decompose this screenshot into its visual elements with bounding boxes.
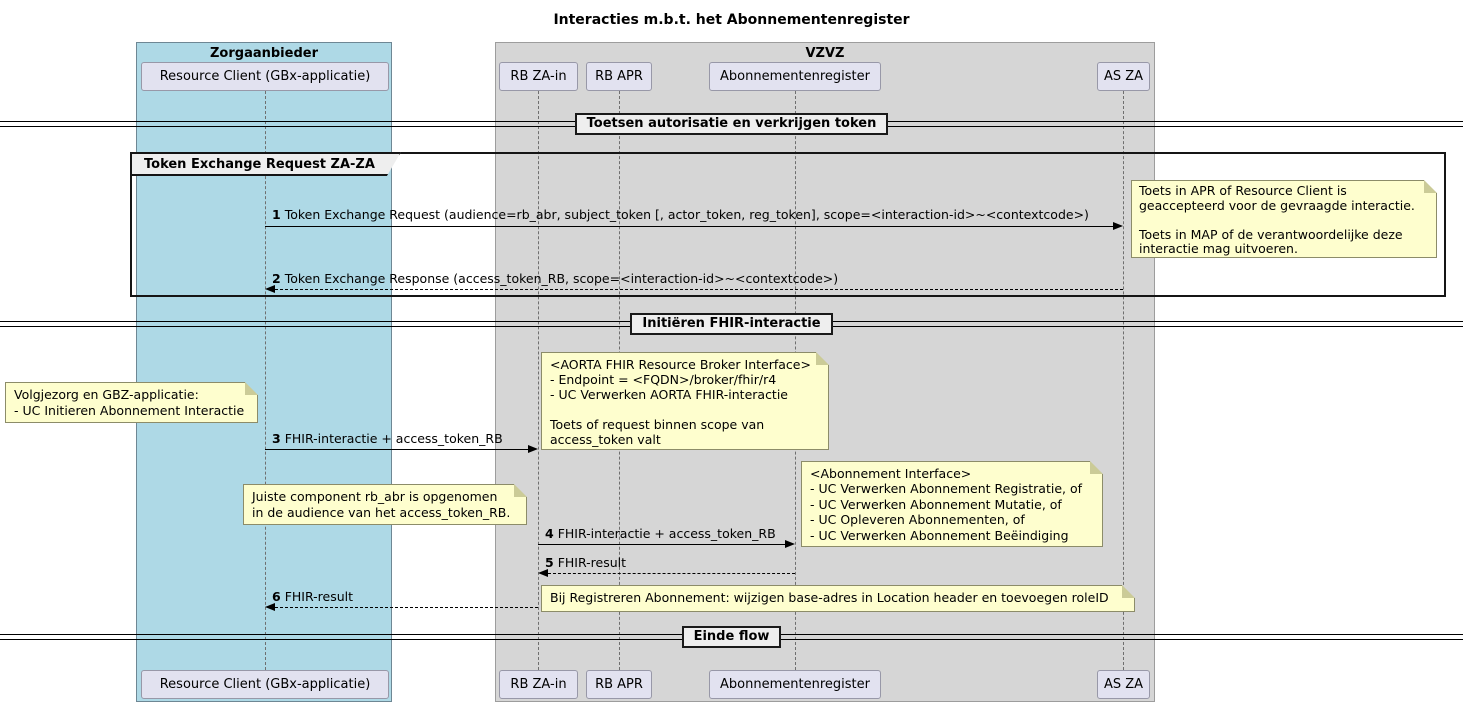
participant-bottom-resource-client: Resource Client (GBx-applicatie) [141, 670, 389, 699]
participant-bottom-as-za: AS ZA [1097, 670, 1150, 699]
lifeline-resource-client [265, 91, 266, 670]
lifeline-as-za [1123, 91, 1124, 670]
participant-bottom-rb-apr: RB APR [586, 670, 652, 699]
frame-token-exchange-label: Token Exchange Request ZA-ZA [130, 152, 401, 176]
lifeline-rb-za-in [538, 91, 539, 670]
note-volgjezorg-gbz: Volgjezorg en GBZ-applicatie: - UC Initi… [5, 382, 258, 423]
message-5-text: FHIR-result [557, 555, 627, 570]
message-5-line [548, 573, 795, 574]
divider-einde-flow-label: Einde flow [681, 626, 782, 648]
message-1-text: Token Exchange Request (audience=rb_abr,… [284, 207, 1089, 222]
message-1-line [265, 226, 1115, 227]
message-2-number: 2 [272, 271, 281, 286]
divider-toetsen-autorisatie: Toetsen autorisatie en verkrijgen token [0, 112, 1463, 136]
message-4-line [538, 544, 785, 545]
participant-top-rb-za-in: RB ZA-in [499, 62, 578, 91]
note-abonnement-interface: <Abonnement Interface> - UC Verwerken Ab… [801, 461, 1103, 547]
message-6-line [275, 607, 538, 608]
box-zorgaanbieder-label: Zorgaanbieder [210, 46, 318, 61]
message-6-text: FHIR-result [284, 589, 354, 604]
arrow-head-right-icon [528, 445, 538, 453]
arrow-head-left-icon [265, 603, 275, 611]
message-2-line [275, 289, 1123, 290]
participant-bottom-rb-za-in: RB ZA-in [499, 670, 578, 699]
note-juiste-component: Juiste component rb_abr is opgenomen in … [243, 484, 527, 525]
message-3-line [265, 449, 528, 450]
message-5-number: 5 [545, 555, 554, 570]
arrow-head-right-icon [785, 540, 795, 548]
box-vzvz-label: VZVZ [805, 46, 845, 61]
divider-initieren-fhir-label: Initiëren FHIR-interactie [630, 313, 833, 335]
message-3-number: 3 [272, 431, 281, 446]
arrow-head-right-icon [1113, 222, 1123, 230]
divider-initieren-fhir: Initiëren FHIR-interactie [0, 312, 1463, 336]
arrow-head-left-icon [538, 569, 548, 577]
diagram-title: Interacties m.b.t. het Abonnementenregis… [553, 12, 910, 28]
divider-toetsen-autorisatie-label: Toetsen autorisatie en verkrijgen token [574, 113, 889, 135]
note-aorta-fhir-broker-interface: <AORTA FHIR Resource Broker Interface> -… [541, 352, 829, 450]
message-3-text: FHIR-interactie + access_token_RB [284, 431, 503, 446]
note-toets-apr-map: Toets in APR of Resource Client is geacc… [1131, 180, 1437, 258]
note-bij-registreren-abonnement: Bij Registreren Abonnement: wijzigen bas… [541, 585, 1135, 612]
message-6-number: 6 [272, 589, 281, 604]
frame-token-exchange: Token Exchange Request ZA-ZA [130, 152, 1446, 297]
participant-top-rb-apr: RB APR [586, 62, 652, 91]
participant-top-resource-client: Resource Client (GBx-applicatie) [141, 62, 389, 91]
message-4-text: FHIR-interactie + access_token_RB [557, 526, 776, 541]
box-zorgaanbieder: Zorgaanbieder [136, 42, 392, 702]
participant-bottom-abonnementenregister: Abonnementenregister [709, 670, 881, 699]
arrow-head-left-icon [265, 285, 275, 293]
divider-einde-flow: Einde flow [0, 625, 1463, 649]
message-1-number: 1 [272, 207, 281, 222]
message-2-text: Token Exchange Response (access_token_RB… [284, 271, 839, 286]
participant-top-as-za: AS ZA [1097, 62, 1150, 91]
participant-top-abonnementenregister: Abonnementenregister [709, 62, 881, 91]
message-4-number: 4 [545, 526, 554, 541]
